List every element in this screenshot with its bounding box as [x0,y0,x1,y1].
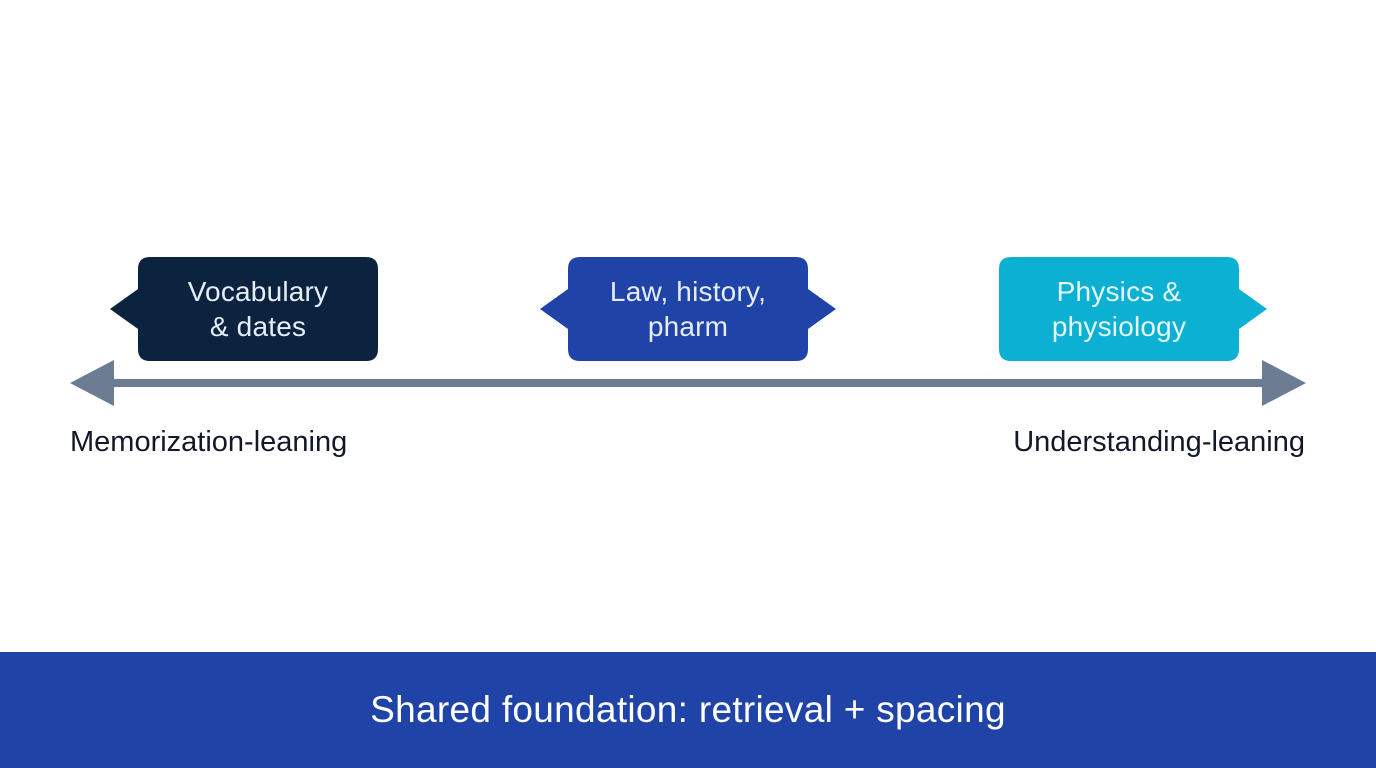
left-pointer-callout-shape [110,257,378,361]
right-arrowhead-icon [1262,360,1306,406]
spectrum-axis [70,360,1306,406]
footer-text: Shared foundation: retrieval + spacing [370,689,1006,730]
right-pointer-callout-shape [999,257,1267,361]
understanding-end-label: Understanding-leaning [1013,426,1305,458]
double-pointer-callout-shape [540,257,836,361]
node-law-history-pharm: Law, history, pharm [540,257,836,361]
node-physics-physiology: Physics & physiology [999,257,1267,361]
node-vocabulary-dates: Vocabulary & dates [110,257,378,361]
spectrum-diagram: Vocabulary & dates Law, history, pharm P… [70,257,1306,458]
node-label: Vocabulary & dates [187,276,329,342]
node-label: Law, history, pharm [609,276,767,342]
node-label: Physics & physiology [1051,276,1187,342]
footer-banner: Shared foundation: retrieval + spacing [0,652,1376,768]
left-arrowhead-icon [70,360,114,406]
memorization-end-label: Memorization-leaning [70,426,348,458]
